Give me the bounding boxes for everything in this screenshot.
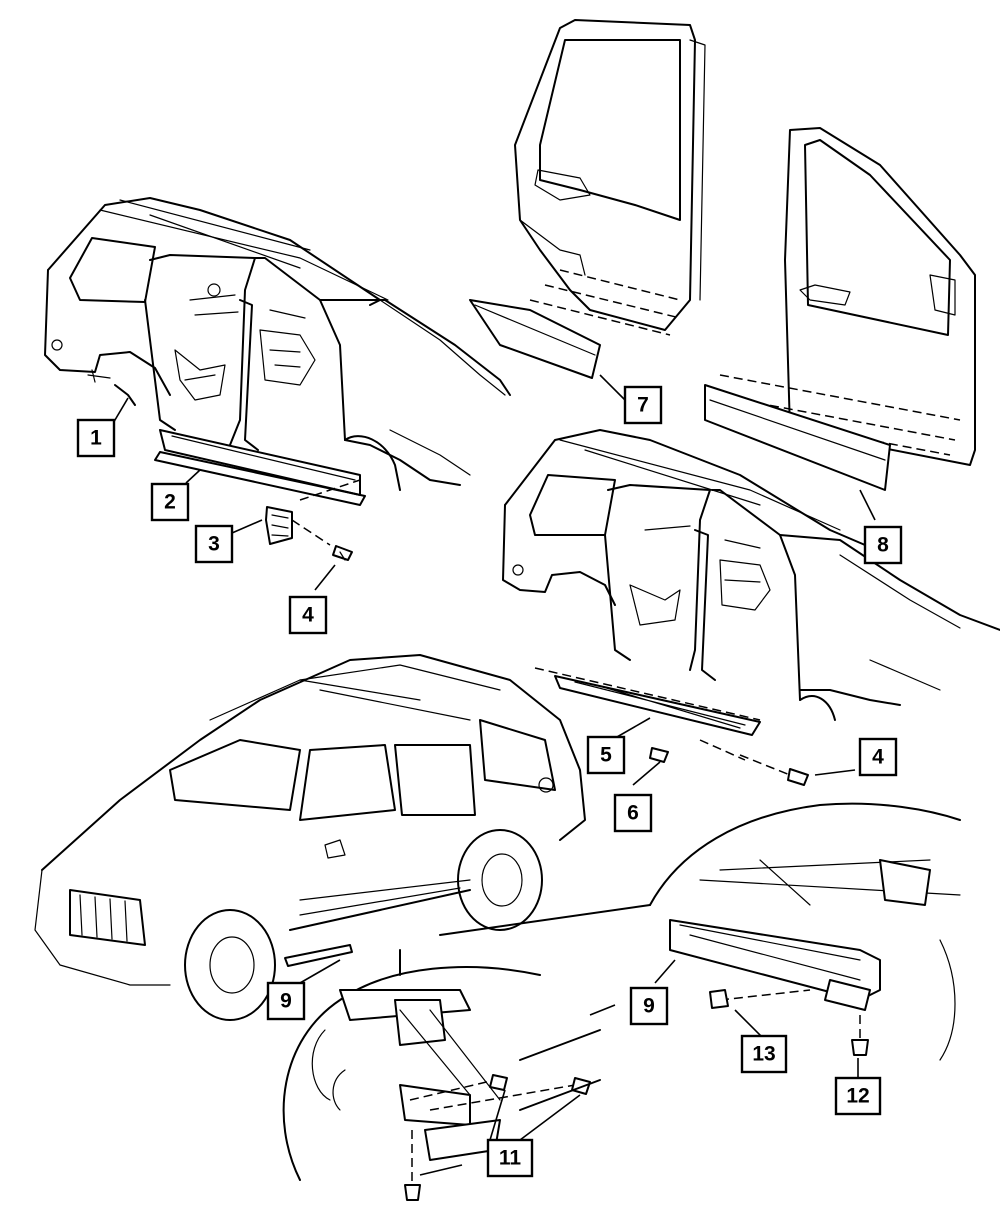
callout-3-label: 3	[208, 533, 220, 556]
detail-view-right	[649, 802, 961, 1061]
front-door-with-molding	[704, 127, 976, 491]
callout-9-vehicle: 9	[266, 981, 306, 1021]
callout-11: 11	[486, 1138, 534, 1178]
callout-4-upper-label: 4	[302, 604, 314, 627]
callout-8: 8	[863, 525, 903, 565]
rear-door-with-molding	[469, 19, 706, 379]
callout-9-left-detail: 9	[629, 986, 669, 1026]
callout-1: 1	[76, 418, 116, 458]
callout-6: 6	[613, 793, 653, 833]
body-side-middle-right	[502, 429, 1000, 721]
callout-8-label: 8	[877, 534, 889, 557]
callout-12: 12	[834, 1076, 882, 1116]
callout-4-lower: 4	[858, 737, 898, 777]
callout-11-label: 11	[499, 1147, 522, 1170]
callout-13-label: 13	[752, 1043, 775, 1066]
rocker-molding-middle-right	[534, 667, 809, 786]
callout-7-label: 7	[637, 394, 649, 417]
callout-12-label: 12	[846, 1085, 869, 1108]
callout-7: 7	[623, 385, 663, 425]
detail-view-left	[282, 966, 601, 1201]
callout-1-label: 1	[90, 427, 102, 450]
vehicle-full-view	[34, 654, 586, 1021]
callout-9-left-detail-label: 9	[643, 995, 655, 1018]
callout-4-upper: 4	[288, 595, 328, 635]
callout-13: 13	[740, 1034, 788, 1074]
callout-5-label: 5	[600, 744, 612, 767]
callout-6-label: 6	[627, 802, 639, 825]
callout-9-vehicle-label: 9	[280, 990, 292, 1013]
callout-3: 3	[194, 524, 234, 564]
callout-2: 2	[150, 482, 190, 522]
detail-connectors	[399, 904, 651, 976]
callout-5: 5	[586, 735, 626, 775]
rocker-molding-upper-left	[154, 451, 366, 561]
callout-4-lower-label: 4	[872, 746, 884, 769]
callout-2-label: 2	[164, 491, 176, 514]
